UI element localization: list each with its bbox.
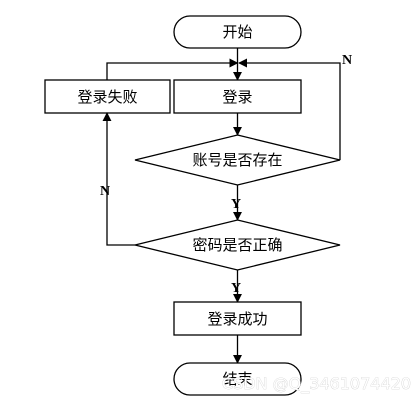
edge-account-no xyxy=(238,58,341,160)
login-failed-label: 登录失败 xyxy=(77,88,137,106)
edge-failed-to-login xyxy=(106,58,239,80)
end-label: 结束 xyxy=(222,370,252,388)
login-label: 登录 xyxy=(222,88,252,106)
edge-password-no xyxy=(102,112,135,246)
password-correct-label: 密码是否正确 xyxy=(192,236,282,254)
password-yes-label: Y xyxy=(231,281,241,296)
account-no-label: N xyxy=(342,53,352,68)
login-process xyxy=(173,79,302,114)
account-yes-label: Y xyxy=(231,197,241,212)
start-label: 开始 xyxy=(222,23,252,41)
password-no-label: N xyxy=(100,184,110,199)
login-success-label: 登录成功 xyxy=(207,310,267,328)
account-exists-label: 账号是否存在 xyxy=(192,151,282,169)
end-terminal xyxy=(173,362,302,396)
watermark: CSDN @Q_3461074420 xyxy=(222,374,411,394)
